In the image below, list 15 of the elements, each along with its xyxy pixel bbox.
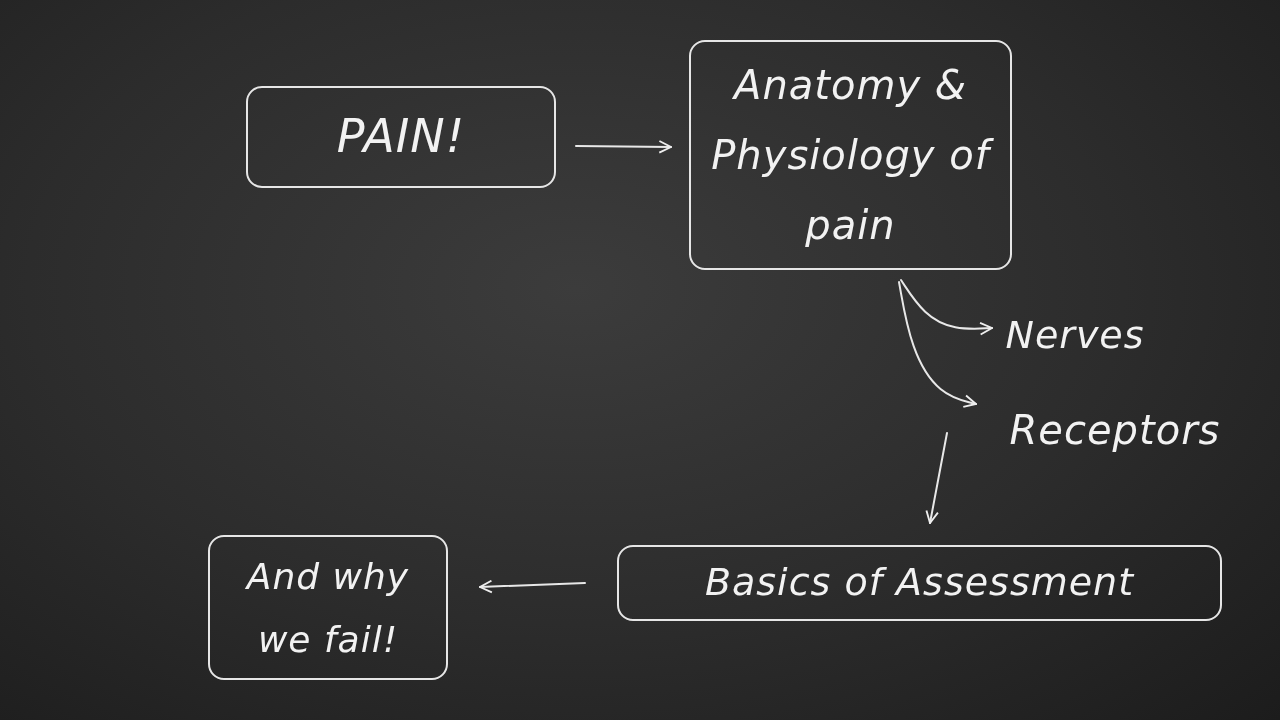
rounded-box [208, 535, 448, 680]
arrow [900, 279, 993, 336]
node-label: Nerves [990, 308, 1160, 364]
node-label: Receptors [980, 402, 1250, 458]
box-label: Anatomy & Physiology of pain [705, 50, 996, 260]
box-label: And why we fail! [244, 554, 411, 662]
rounded-box [617, 545, 1222, 621]
arrow [575, 140, 672, 154]
rounded-box [246, 86, 556, 188]
box-label: PAIN! [336, 109, 466, 165]
arrow [925, 432, 948, 524]
rounded-box [689, 40, 1012, 270]
arrow [479, 579, 586, 594]
arrow [898, 281, 977, 408]
box-label: Basics of Assessment [704, 560, 1135, 606]
